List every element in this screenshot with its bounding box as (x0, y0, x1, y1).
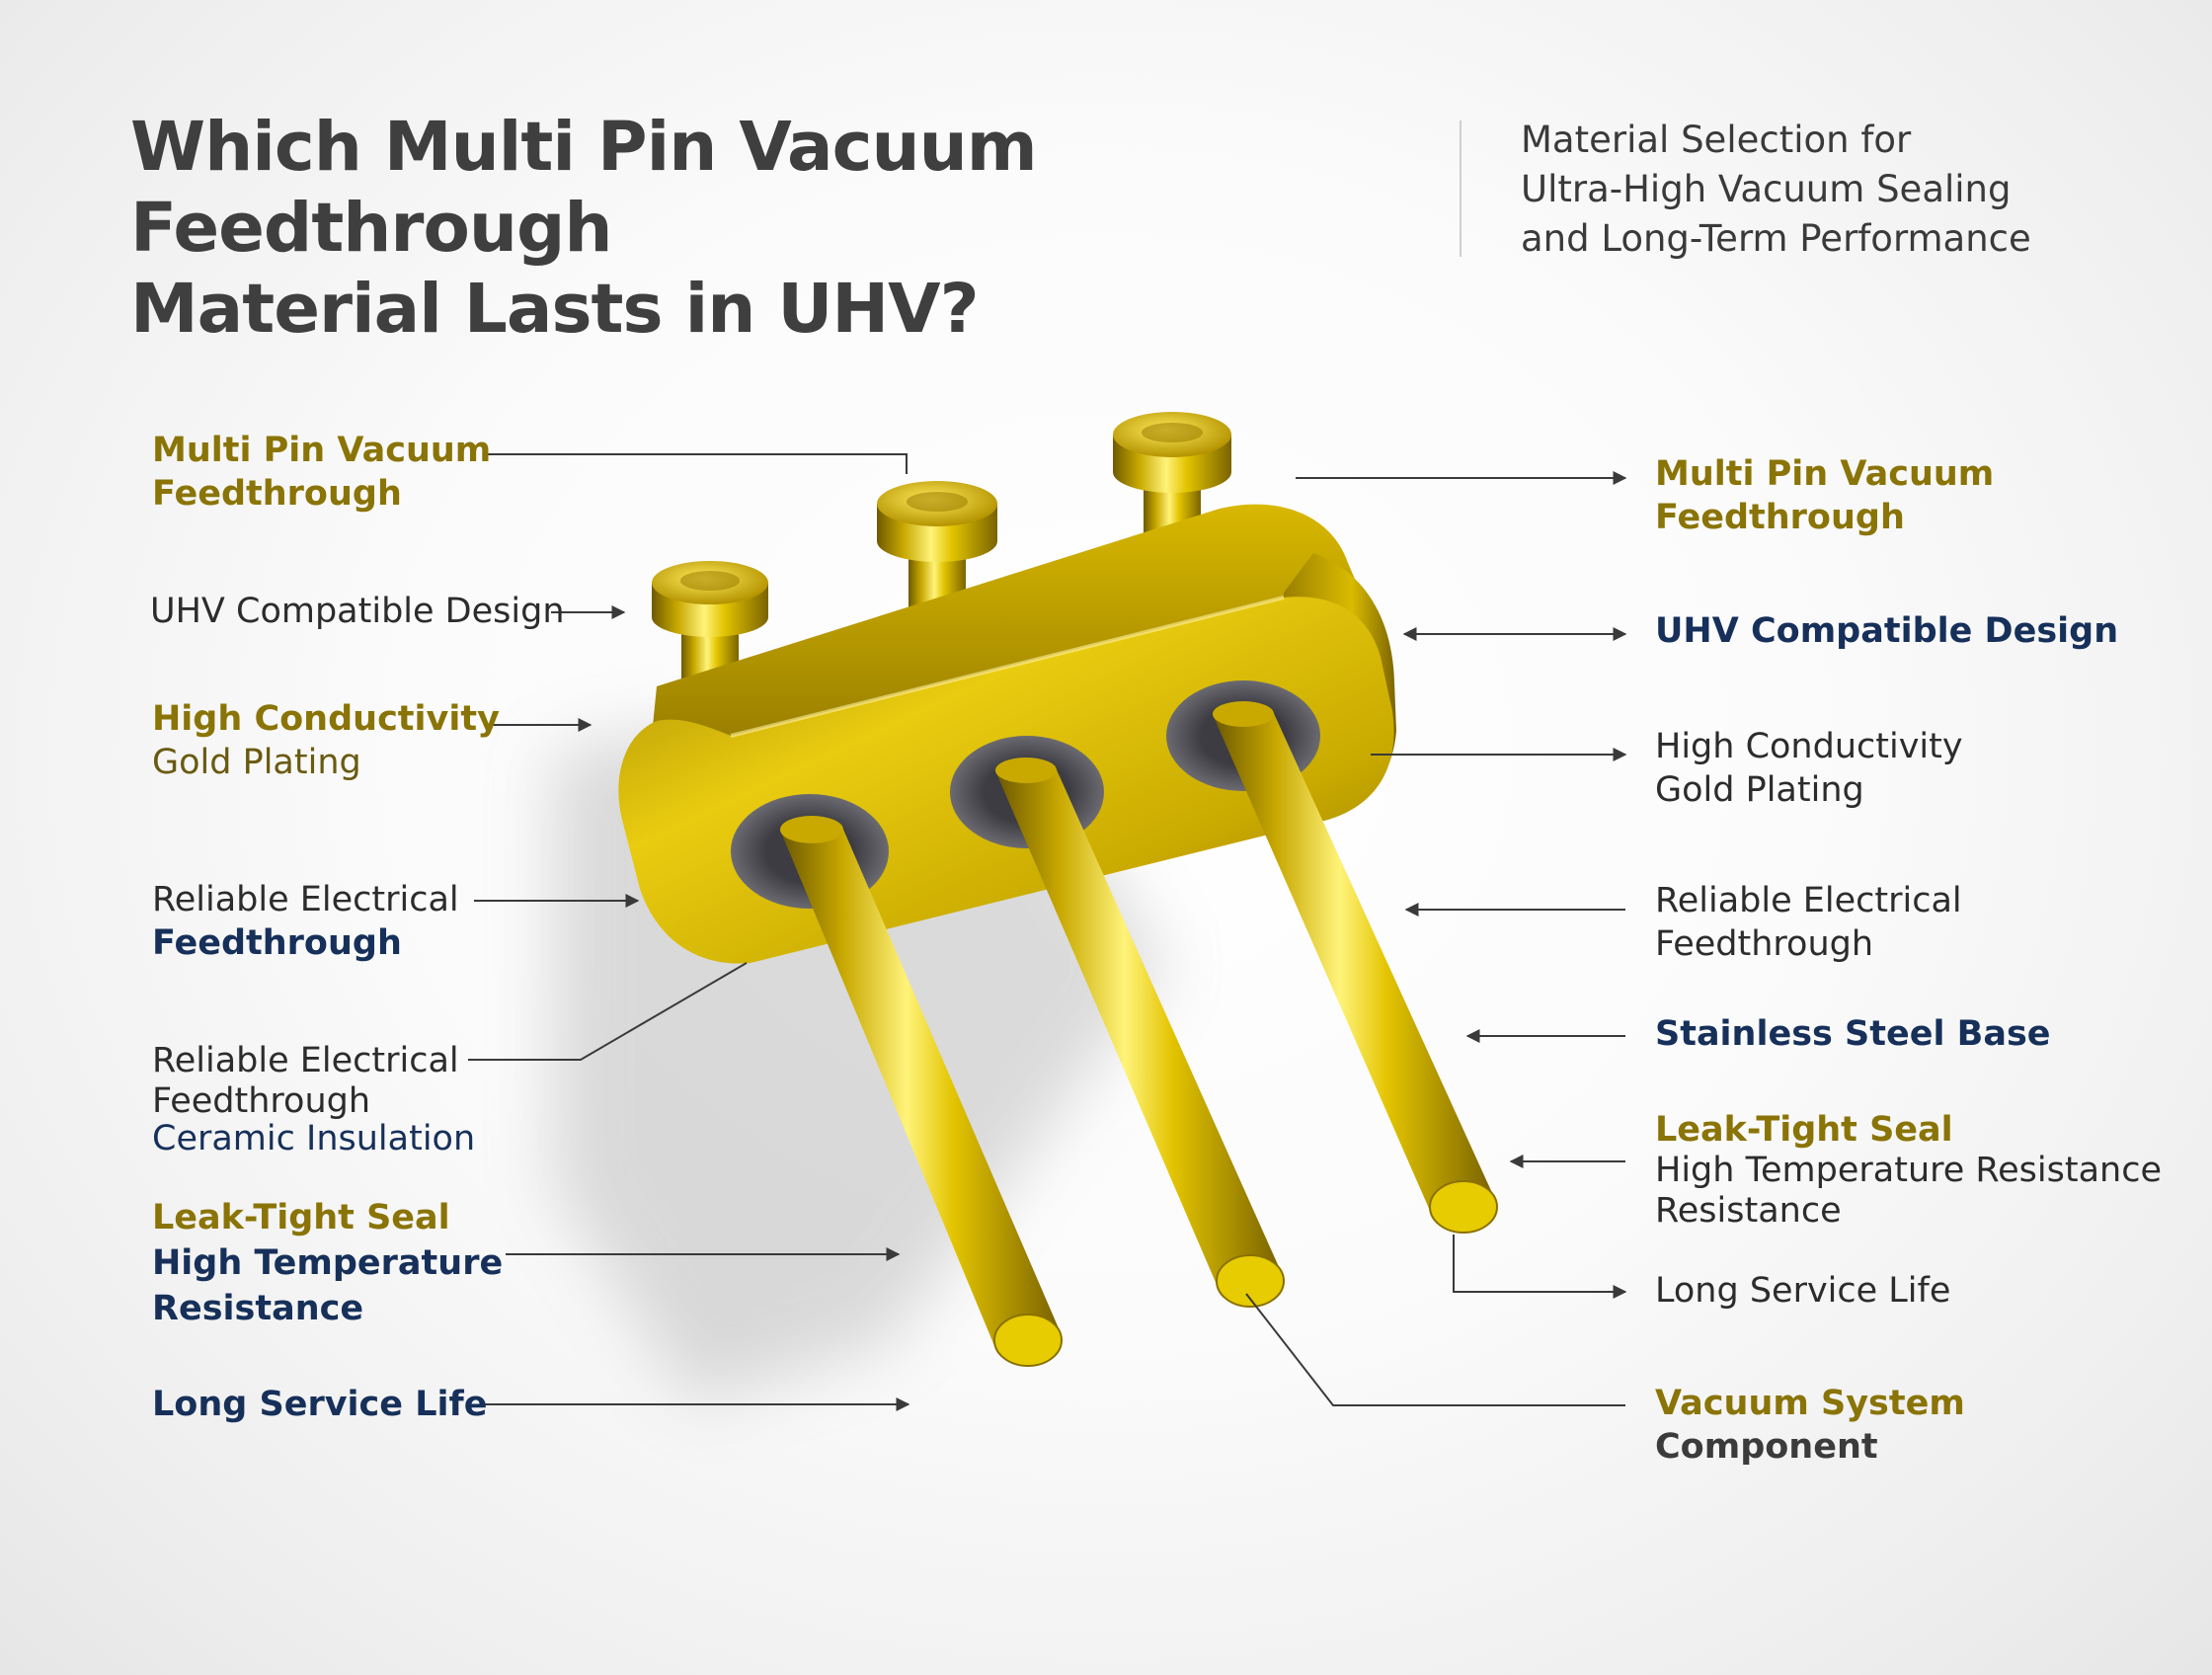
right-label-high-conductivity-gold: High Conductivity Gold Plating (1655, 727, 1963, 810)
right-label-long-service-life: Long Service Life (1655, 1271, 1951, 1311)
right-label-leak-tight-seal: Leak-Tight Seal High Temperature Resista… (1655, 1110, 2163, 1231)
subtitle-line-3: and Long-Term Performance (1521, 217, 2031, 260)
right-label-reliable-electrical-feedthrough: Reliable Electrical Feedthrough (1655, 881, 1962, 964)
pin-left (780, 816, 1063, 1367)
right-label-stainless-steel-base: Stainless Steel Base (1655, 1014, 2051, 1054)
leader-right-8 (1245, 1293, 1625, 1406)
left-label-leak-tight-seal: Leak-Tight Seal High Temperature Resista… (152, 1198, 504, 1328)
page-subtitle: Material Selection for Ultra-High Vacuum… (1521, 116, 2172, 264)
left-label-long-service-life: Long Service Life (152, 1385, 488, 1424)
leader-left-5 (468, 962, 748, 1061)
header-divider (1460, 120, 1462, 257)
right-label-uhv-compatible-design: UHV Compatible Design (1655, 611, 2119, 651)
subtitle-line-1: Material Selection for (1521, 119, 1912, 161)
pin-middle (995, 758, 1285, 1308)
subtitle-line-2: Ultra-High Vacuum Sealing (1521, 168, 2012, 210)
left-label-reliable-electrical-feedthrough: Reliable Electrical Feedthrough (152, 880, 459, 963)
page-title: Which Multi Pin Vacuum Feedthrough Mater… (130, 107, 1414, 350)
leader-right-7 (1453, 1235, 1627, 1299)
leader-lines (468, 453, 1627, 1411)
right-label-vacuum-system-component: Vacuum System Component (1655, 1384, 1965, 1467)
title-line-1: Which Multi Pin Vacuum Feedthrough (130, 108, 1038, 268)
left-label-multi-pin-feedthrough: Multi Pin Vacuum Feedthrough (152, 431, 492, 514)
left-label-uhv-compatible-design: UHV Compatible Design (150, 592, 565, 631)
left-label-high-conductivity-gold: High Conductivity Gold Plating (152, 699, 500, 782)
title-line-2: Material Lasts in UHV? (130, 270, 980, 349)
left-label-ceramic-insulation: Reliable Electrical Feedthrough Ceramic … (152, 1041, 476, 1158)
leader-left-1 (486, 453, 908, 474)
right-label-multi-pin-feedthrough: Multi Pin Vacuum Feedthrough (1655, 454, 1995, 537)
pin-right (1213, 701, 1498, 1234)
